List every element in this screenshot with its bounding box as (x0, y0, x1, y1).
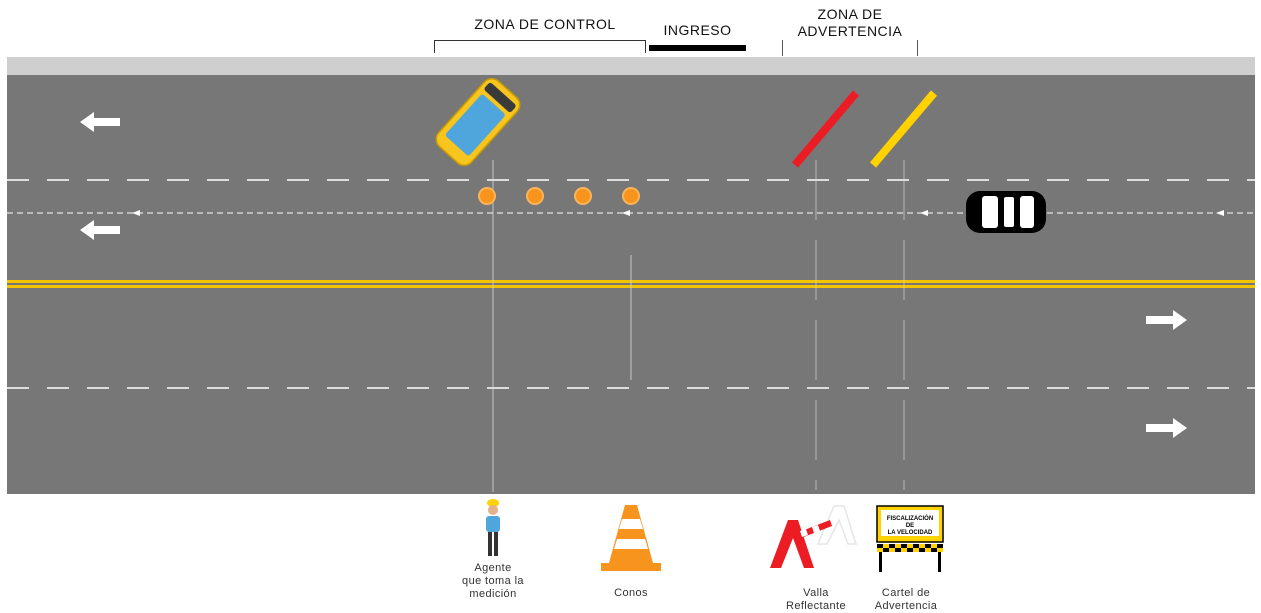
path-direction-markers (132, 210, 1224, 216)
sign-label-line1: Cartel de (881, 587, 931, 599)
zona-de-advertencia-tick-right (917, 40, 918, 56)
zona-de-control-bracket (434, 40, 646, 53)
sign-icon: FISCALIZACIÓN DE LA VELOCIDAD (876, 505, 944, 572)
barrier-label-line2: Reflectante (785, 600, 847, 613)
zona-de-advertencia-label: ZONA DE ADVERTENCIA (775, 6, 925, 40)
cone-icon (601, 505, 661, 571)
sign-text-line1: FISCALIZACIÓN (887, 514, 933, 522)
agent-label-line3: medición (469, 588, 517, 601)
barrier-icon (770, 505, 858, 568)
cone-dot (622, 187, 640, 205)
cones-label: Conos (591, 587, 671, 600)
zona-de-advertencia-line1: ZONA DE (817, 6, 883, 22)
zona-de-advertencia-line2: ADVERTENCIA (797, 23, 903, 39)
zona-de-advertencia-tick-left (782, 40, 783, 56)
barrier-label-line1: Valla (803, 587, 829, 599)
sign-text-line2: DE (906, 523, 914, 529)
cones-label-line1: Conos (614, 587, 648, 599)
sign-label: Cartel de Advertencia (866, 587, 946, 613)
right-arrow-icon (1146, 418, 1187, 438)
agent-icon (486, 499, 500, 556)
left-arrow-icon (80, 220, 120, 240)
agent-label-line2: que toma la (462, 575, 524, 588)
cone-dot (526, 187, 544, 205)
ingreso-label: INGRESO (663, 22, 732, 38)
zona-de-control-label: ZONA DE CONTROL (474, 16, 616, 32)
cone-dot (574, 187, 592, 205)
barrier-red-stripe (791, 90, 860, 168)
road-cones (478, 187, 640, 205)
right-arrow-icon (1146, 310, 1187, 330)
sign-text-line3: LA VELOCIDAD (888, 530, 933, 536)
road-shoulder (7, 57, 1255, 75)
ingreso-bar (649, 45, 746, 51)
barrier-label: Valla Reflectante (776, 587, 856, 613)
left-arrow-icon (80, 112, 120, 132)
agent-label: Agente que toma la medición (453, 562, 533, 602)
sign-label-line2: Advertencia (874, 600, 938, 613)
patrol-car-icon (435, 77, 521, 167)
cone-dot (478, 187, 496, 205)
car-icon (966, 191, 1046, 233)
agent-label-line1: Agente (474, 562, 512, 574)
barrier-yellow-stripe (869, 90, 938, 168)
